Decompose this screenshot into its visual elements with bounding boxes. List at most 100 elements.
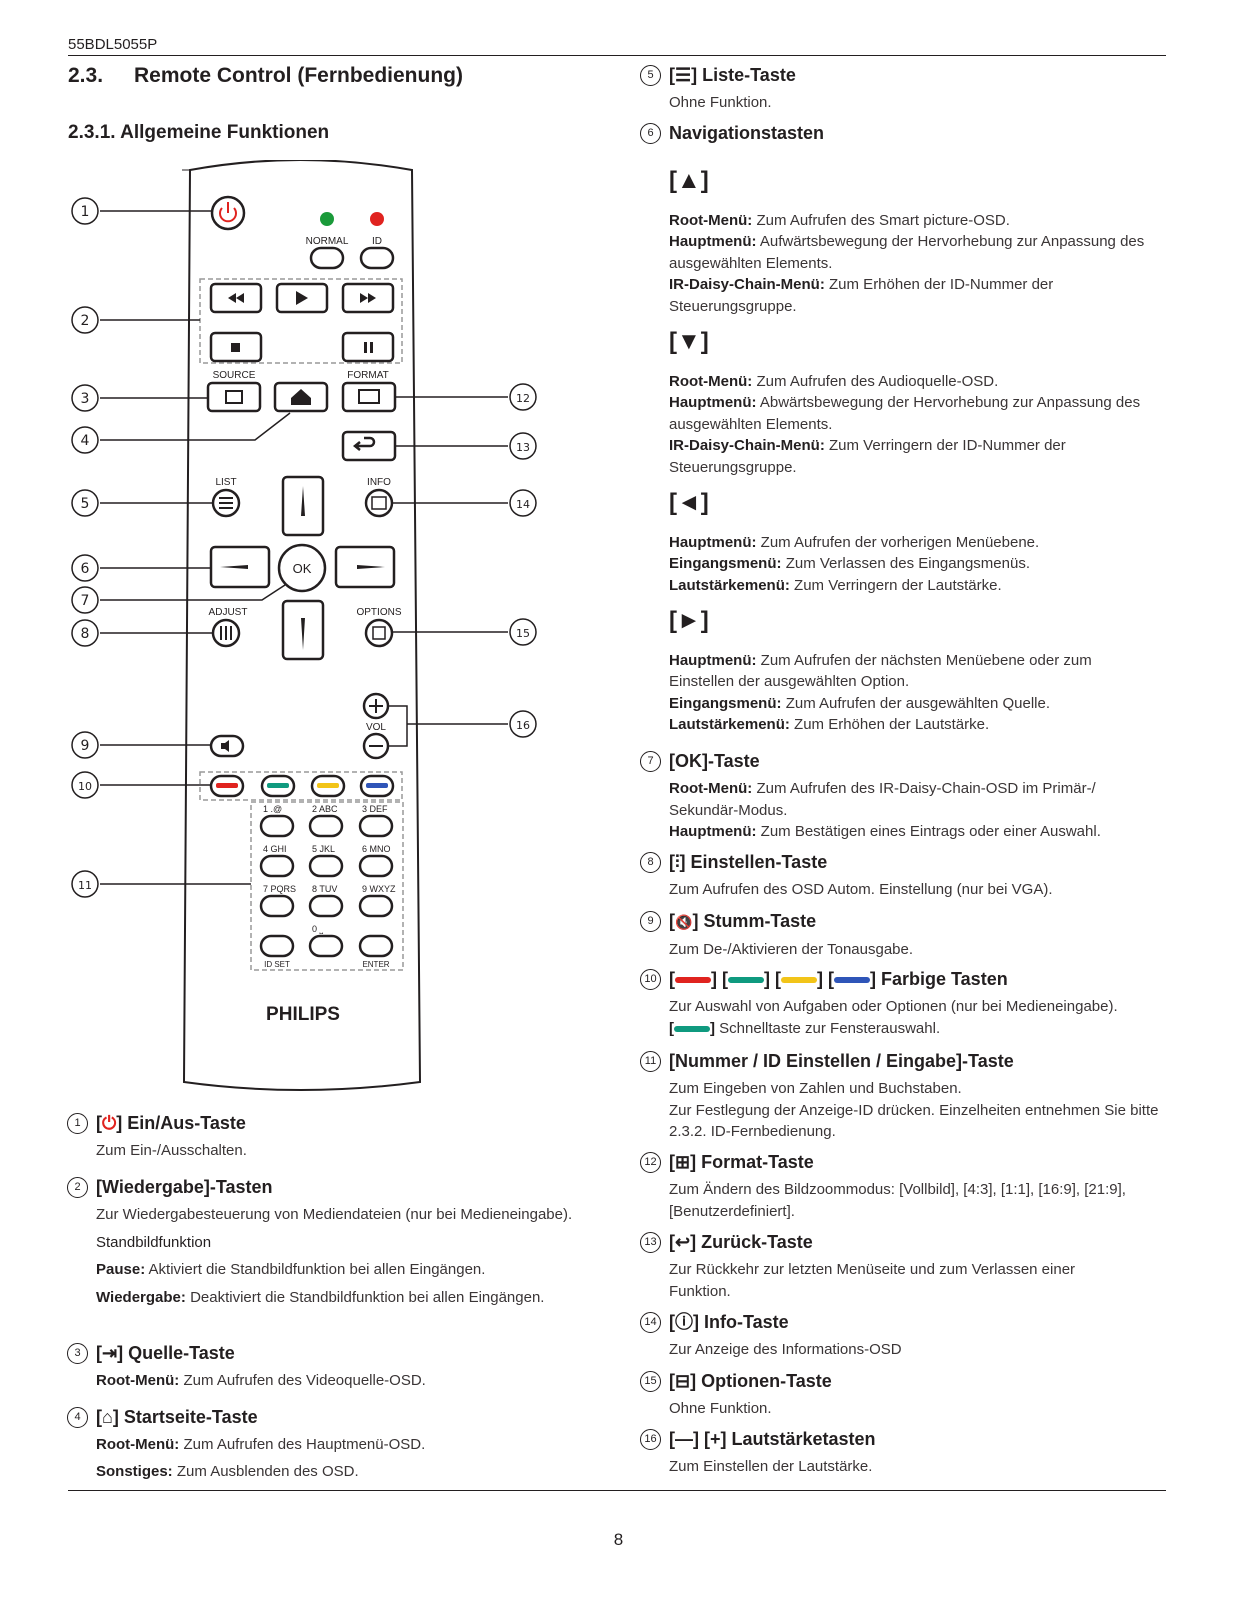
item-list: 5[☰] Liste-Taste Ohne Funktion. [640, 64, 1179, 114]
model-name: 55BDL5055P [68, 36, 158, 53]
callout-number: 5 [81, 496, 90, 512]
callout-circle [71, 489, 99, 517]
id-set-label: ID SET [264, 960, 290, 969]
subsection-heading: 2.3.1. Allgemeine Funktionen [68, 122, 330, 143]
right-arrow-icon: [►] [669, 607, 709, 634]
info-label: INFO [367, 477, 391, 488]
keypad-key [358, 894, 394, 918]
item-ok: 7[OK]-Taste Root-Menü: Zum Aufrufen des … [640, 750, 1149, 843]
item-options: 15[⊟] Optionen-Taste Ohne Funktion. [640, 1370, 1179, 1420]
callout-number: 14 [516, 498, 530, 511]
callout-circle [71, 306, 99, 334]
callout-circle [71, 426, 99, 454]
up-arrow-icon: [▲] [669, 167, 709, 194]
adjust-icon: ⫶ [675, 852, 680, 872]
left-arrow-icon: [◄] [669, 489, 709, 516]
keypad-key [308, 934, 344, 958]
callout-circle [71, 586, 99, 614]
keypad-key [308, 814, 344, 838]
callout-circle [71, 197, 99, 225]
blue-key-icon [834, 977, 870, 984]
callout-circle [71, 771, 99, 799]
callout-circle [71, 384, 99, 412]
callout-number: 12 [516, 392, 530, 405]
callout-circle [509, 710, 537, 738]
keypad-label: 6 MNO [362, 844, 391, 854]
keypad-label: 1 .@ [263, 804, 282, 814]
page-number: 8 [613, 1530, 624, 1549]
callout-circle [509, 383, 537, 411]
callout-circle [509, 489, 537, 517]
callout-number: 11 [78, 879, 92, 892]
keypad-label: 9 WXYZ [362, 884, 396, 894]
callout-circle [71, 554, 99, 582]
keypad-key [308, 854, 344, 878]
list-label: LIST [215, 477, 236, 488]
item-info: 14[ⓘ] Info-Taste Zur Anzeige des Informa… [640, 1311, 1179, 1361]
callout-circle [71, 731, 99, 759]
down-arrow-icon: [▼] [669, 328, 709, 355]
home-icon: ⌂ [102, 1407, 113, 1427]
remote-illustration: .out{fill:#fff;stroke:#231f20;stroke-wid… [71, 160, 537, 1091]
callout-number: 16 [516, 719, 530, 732]
green-key-icon [674, 1025, 710, 1032]
callout-circle [509, 432, 537, 460]
adjust-label: ADJUST [209, 607, 248, 618]
normal-label: NORMAL [306, 236, 349, 247]
callout-number: 3 [81, 391, 90, 407]
keypad-label: 8 TUV [312, 884, 337, 894]
format-label: FORMAT [347, 370, 388, 381]
id-set-key [259, 934, 295, 958]
keypad-label: 2 ABC [312, 804, 338, 814]
enter-label: ENTER [362, 960, 389, 969]
list-icon: ☰ [675, 65, 692, 85]
options-label: OPTIONS [356, 607, 401, 618]
item-home: 4[⌂] Startseite-Taste Root-Menü: Zum Auf… [67, 1406, 606, 1482]
item-format: 12[⊞] Format-Taste Zum Ändern des Bildzo… [640, 1151, 1159, 1222]
item-power: 1[⏻] Ein/Aus-Taste Zum Ein-/Ausschalten. [67, 1112, 606, 1162]
format-icon: ⊞ [675, 1152, 691, 1172]
source-icon: ⇥ [102, 1343, 118, 1363]
keypad-key [259, 894, 295, 918]
ok-label: OK [293, 561, 312, 576]
section-heading: 2.3.Remote Control (Fernbedienung) [68, 64, 463, 87]
power-icon: ⏻ [102, 1113, 117, 1133]
header-rule [68, 55, 1166, 56]
vol-label: VOL [366, 722, 386, 733]
callout-number: 4 [81, 433, 90, 449]
info-icon: ⓘ [675, 1312, 693, 1332]
enter-key [358, 934, 394, 958]
item-mute: 9[🔇] Stumm-Taste Zum De-/Aktivieren der … [640, 910, 1179, 961]
yellow-key-icon [781, 977, 817, 984]
callout-circle [71, 870, 99, 898]
item-number-keys: 11[Nummer / ID Einstellen / Eingabe]-Tas… [640, 1050, 1159, 1143]
keypad-key [358, 814, 394, 838]
green-key-icon [728, 977, 764, 984]
keypad-label: 7 PQRS [263, 884, 296, 894]
callout-number: 8 [81, 626, 90, 642]
callout-number: 1 [81, 204, 90, 220]
item-volume: 16[—] [+] Lautstärketasten Zum Einstelle… [640, 1428, 1179, 1478]
keypad-key [259, 854, 295, 878]
callout-number: 15 [516, 627, 530, 640]
keypad-key [259, 814, 295, 838]
callout-number: 7 [81, 593, 90, 609]
callout-number: 13 [516, 441, 530, 454]
item-color-keys: 10[] [] [] [] Farbige Tasten Zur Auswahl… [640, 968, 1159, 1039]
keypad-label: 5 JKL [312, 844, 335, 854]
source-label: SOURCE [213, 370, 256, 381]
footer-rule [68, 1490, 1166, 1491]
brand-logo: PHILIPS [266, 1004, 340, 1025]
back-icon: ↩ [675, 1232, 691, 1252]
red-key-icon [675, 977, 711, 984]
keypad-key [308, 894, 344, 918]
callout-number: 6 [81, 561, 90, 577]
item-adjust: 8[⫶] Einstellen-Taste Zum Aufrufen des O… [640, 851, 1179, 901]
options-icon: ⊟ [675, 1371, 691, 1391]
callout-circle [509, 618, 537, 646]
keypad-key [358, 854, 394, 878]
keypad-label: 4 GHI [263, 844, 287, 854]
keypad-label: 3 DEF [362, 804, 388, 814]
callout-circle [71, 619, 99, 647]
